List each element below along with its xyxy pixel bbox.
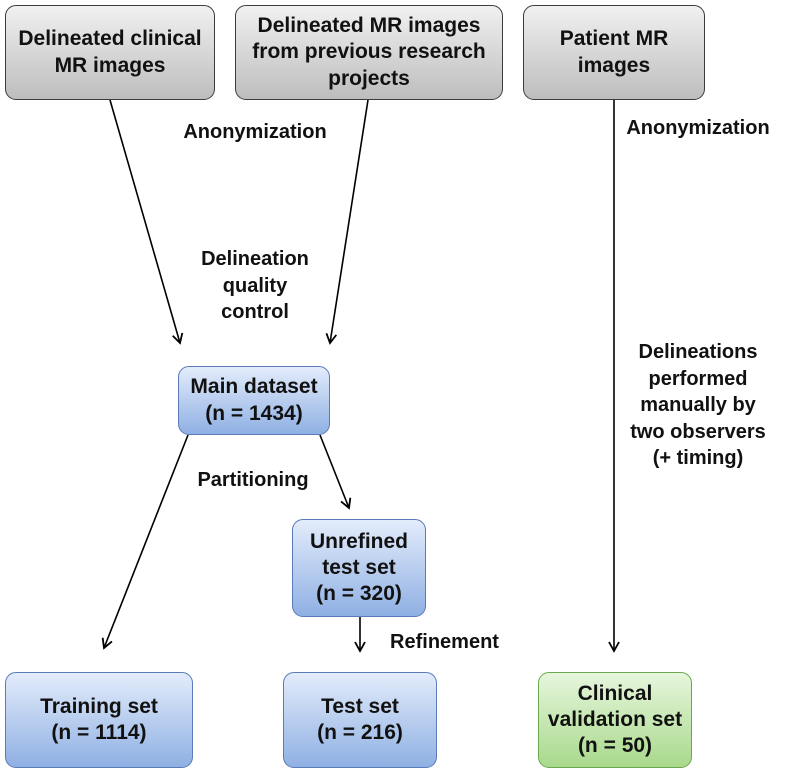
delineated-previous-text: Delineated MR images from previous resea…: [252, 14, 486, 90]
arrow-previous-to-main: [325, 99, 369, 345]
delineated-clinical-text: Delineated clinical MR images: [18, 27, 202, 77]
main-dataset-text: Main dataset (n = 1434): [190, 375, 318, 425]
unrefined-test-box: Unrefined test set (n = 320): [292, 519, 426, 617]
training-set-box: Training set (n = 1114): [5, 672, 193, 768]
quality-control-label: Delineation quality control: [201, 248, 309, 324]
refinement-label: Refinement: [390, 631, 499, 653]
training-set-text: Training set (n = 1114): [40, 694, 158, 744]
anonymization-left-label: Anonymization: [183, 121, 327, 143]
arrow-clinical-to-main: [109, 99, 184, 345]
main-dataset-box: Main dataset (n = 1434): [178, 366, 330, 435]
test-set-text: Test set (n = 216): [317, 694, 403, 744]
clinical-validation-text: Clinical validation set (n = 50): [547, 681, 683, 758]
unrefined-test-text: Unrefined test set (n = 320): [309, 529, 408, 606]
test-set-box: Test set (n = 216): [283, 672, 437, 768]
clinical-validation-box: Clinical validation set (n = 50): [538, 672, 692, 768]
arrow-main-to-unrefined: [319, 434, 352, 510]
delineated-clinical-box: Delineated clinical MR images: [5, 5, 215, 100]
manual-delineations-label: Delineations performed manually by two o…: [630, 341, 766, 470]
patient-mr-box: Patient MR images: [523, 5, 705, 100]
arrow-main-to-training: [101, 434, 189, 650]
anonymization-right-label: Anonymization: [626, 117, 770, 139]
partitioning-label: Partitioning: [197, 469, 309, 491]
delineated-previous-box: Delineated MR images from previous resea…: [235, 5, 503, 100]
patient-mr-text: Patient MR images: [559, 27, 669, 77]
